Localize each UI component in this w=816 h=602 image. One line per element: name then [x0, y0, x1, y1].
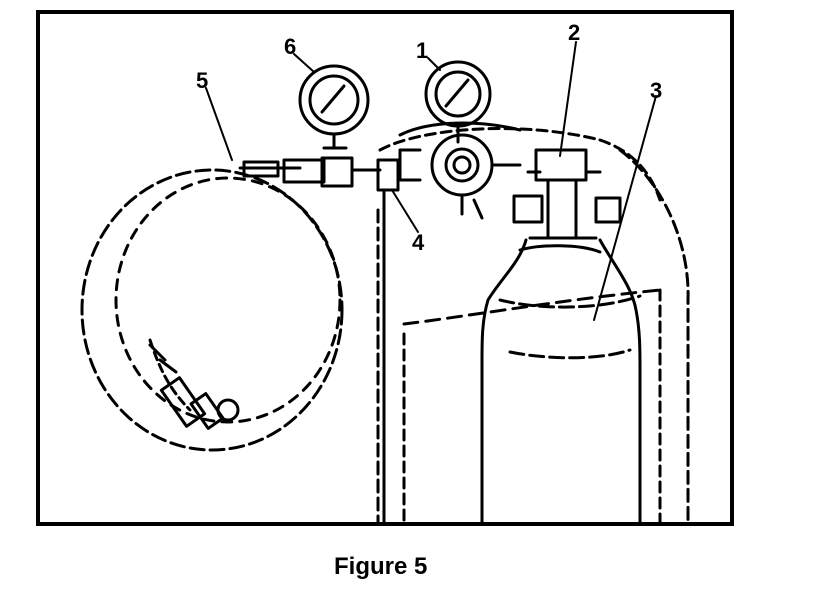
gas-cylinder [480, 238, 642, 526]
gauge-6 [298, 64, 370, 150]
background-cylinder [378, 127, 690, 526]
regulator-body [398, 121, 522, 220]
callout-4: 4 [412, 230, 425, 255]
callout-3: 3 [650, 78, 662, 103]
callout-6: 6 [284, 34, 296, 59]
hose-coil [80, 166, 344, 452]
hose-end-fitting [148, 343, 240, 430]
callout-1: 1 [416, 38, 428, 63]
cylinder-valve [512, 148, 622, 240]
leader-lines [205, 41, 657, 321]
gauge-1 [424, 60, 492, 144]
hose-connector [242, 156, 400, 526]
callout-5: 5 [196, 68, 208, 93]
figure-caption: Figure 5 [334, 553, 428, 580]
callout-2: 2 [568, 20, 580, 45]
